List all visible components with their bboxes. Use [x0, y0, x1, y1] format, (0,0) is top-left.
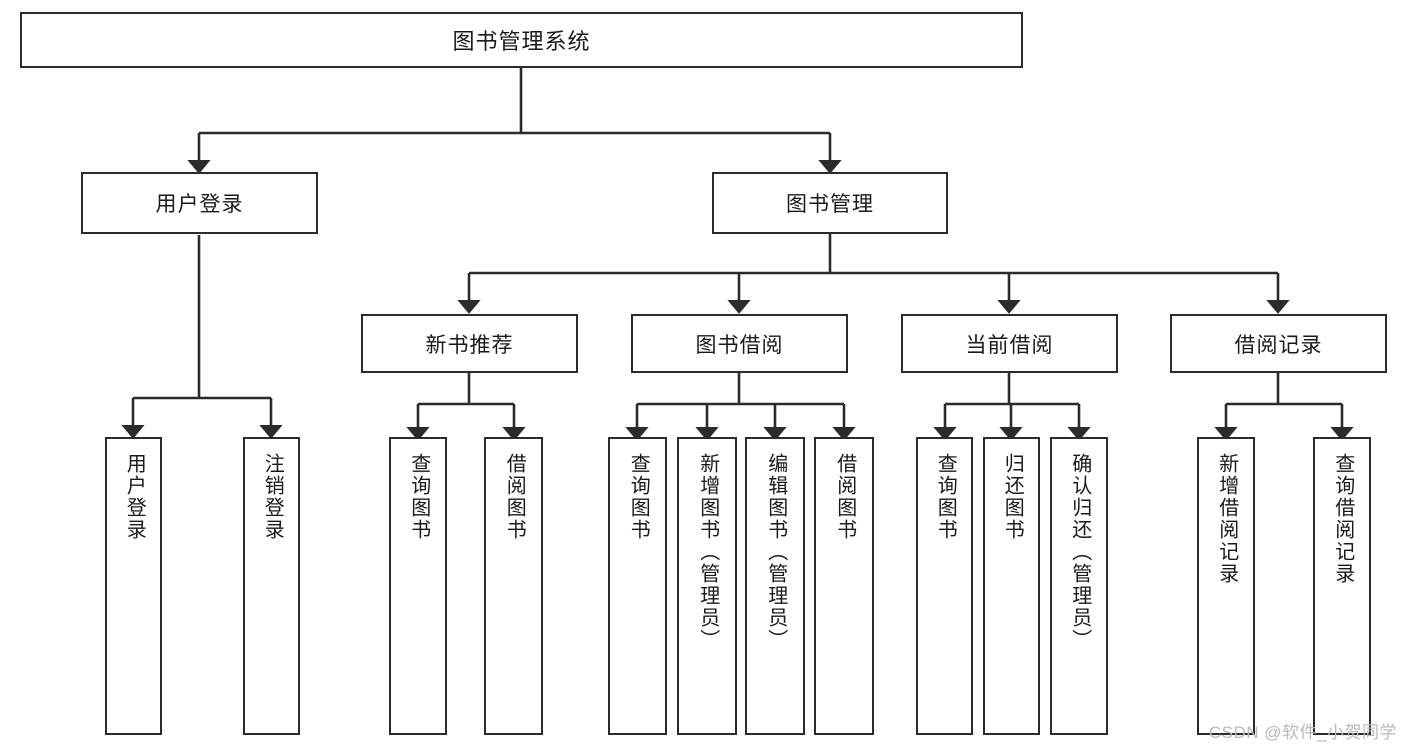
leaf-query-borrow-record[interactable]: 查询借阅记录: [1313, 437, 1371, 735]
leaf-add-book-admin[interactable]: 新增图书（管理员）: [677, 437, 737, 735]
node-new-book-recommend[interactable]: 新书推荐: [361, 314, 578, 373]
leaf-return-book[interactable]: 归还图书: [983, 437, 1040, 735]
leaf-borrow-book-recommend[interactable]: 借阅图书: [484, 437, 543, 735]
node-user-login[interactable]: 用户登录: [81, 172, 318, 234]
node-current-borrow[interactable]: 当前借阅: [901, 314, 1118, 373]
node-root-system[interactable]: 图书管理系统: [20, 12, 1023, 68]
node-book-borrow[interactable]: 图书借阅: [631, 314, 848, 373]
node-borrow-record[interactable]: 借阅记录: [1170, 314, 1387, 373]
leaf-add-borrow-record[interactable]: 新增借阅记录: [1197, 437, 1255, 735]
watermark-text: CSDN @软件_小贺同学: [1208, 723, 1397, 742]
leaf-confirm-return-admin[interactable]: 确认归还（管理员）: [1050, 437, 1108, 735]
leaf-query-book-recommend[interactable]: 查询图书: [389, 437, 447, 735]
leaf-borrow-book[interactable]: 借阅图书: [814, 437, 874, 735]
leaf-query-book-borrow[interactable]: 查询图书: [608, 437, 667, 735]
leaf-query-book-current[interactable]: 查询图书: [916, 437, 973, 735]
leaf-logout[interactable]: 注销登录: [243, 437, 300, 735]
leaf-edit-book-admin[interactable]: 编辑图书（管理员）: [745, 437, 805, 735]
leaf-user-login[interactable]: 用户登录: [105, 437, 162, 735]
node-book-management[interactable]: 图书管理: [712, 172, 948, 234]
